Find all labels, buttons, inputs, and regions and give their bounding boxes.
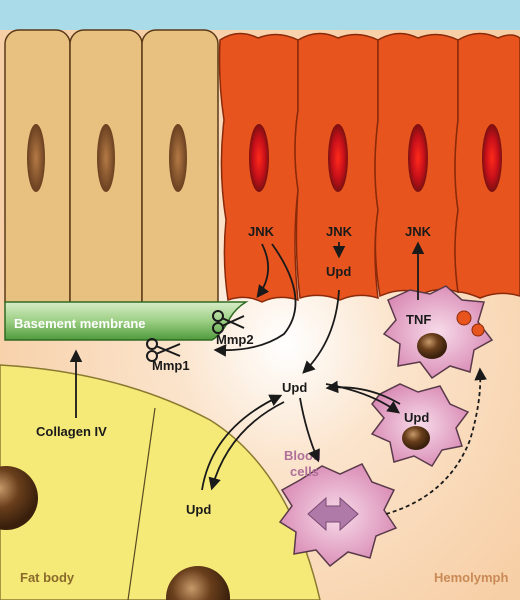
nucleus-normal-1 xyxy=(27,124,45,192)
nucleus-normal-2 xyxy=(97,124,115,192)
arrow-upd-to-blood-cells xyxy=(299,397,320,463)
fat-body-nucleus-1 xyxy=(0,466,38,530)
scissors-icon-mmp2 xyxy=(212,310,245,334)
nucleus-tumor-1 xyxy=(249,124,269,192)
arrow-fatbody-upd-to-upd xyxy=(201,394,283,491)
arrow-upd-to-upd-center xyxy=(302,289,340,374)
blood-cell-tnf: TNF xyxy=(382,285,494,380)
upd-center-label: Upd xyxy=(282,380,307,395)
fat-body-cell-boundary xyxy=(127,407,156,600)
mmp1-label: Mmp1 xyxy=(152,358,190,373)
arrow-upd-to-fatbody-upd xyxy=(208,401,285,491)
scissors-icon-mmp1 xyxy=(146,338,181,362)
arrow-jnk-to-mmp2 xyxy=(256,243,270,299)
tnf-label: TNF xyxy=(406,312,431,327)
nucleus-tumor-2 xyxy=(328,124,348,192)
blood-cell-tnf-nucleus xyxy=(417,333,447,359)
mmp2-label: Mmp2 xyxy=(216,332,254,347)
fat-body-label: Fat body xyxy=(20,570,75,585)
fat-body-nucleus-2 xyxy=(166,566,230,600)
arrow-jnk-to-mmp1 xyxy=(213,243,297,357)
division-arrows-icon xyxy=(307,496,359,532)
hemolymph-label: Hemolymph xyxy=(434,570,508,585)
jnk-label-1: JNK xyxy=(248,224,275,239)
arrows xyxy=(69,241,487,515)
upd-bloodcell-label: Upd xyxy=(404,410,429,425)
collagen-label: Collagen IV xyxy=(36,424,107,439)
blood-cell-upd-nucleus xyxy=(402,426,430,450)
basement-membrane xyxy=(4,301,249,341)
upd-cell-label: Upd xyxy=(326,264,351,279)
blood-cells-label-line2: cells xyxy=(290,464,319,479)
blood-cell-dividing xyxy=(278,463,398,568)
arrow-bloodcell-to-upd xyxy=(325,380,401,405)
tumor-epithelial-cells xyxy=(218,32,520,303)
nucleus-normal-3 xyxy=(169,124,187,192)
nucleus-tumor-4 xyxy=(482,124,502,192)
tnf-granule-2 xyxy=(471,323,485,337)
tnf-granule-1 xyxy=(456,310,472,326)
jnk-label-2: JNK xyxy=(326,224,353,239)
basement-membrane-label: Basement membrane xyxy=(14,316,146,331)
nucleus-tumor-3 xyxy=(408,124,428,192)
normal-epithelial-cells xyxy=(4,29,219,316)
blood-cell-tnf-shape xyxy=(382,285,494,380)
jnk-label-3: JNK xyxy=(405,224,432,239)
upd-fatbody-label: Upd xyxy=(186,502,211,517)
